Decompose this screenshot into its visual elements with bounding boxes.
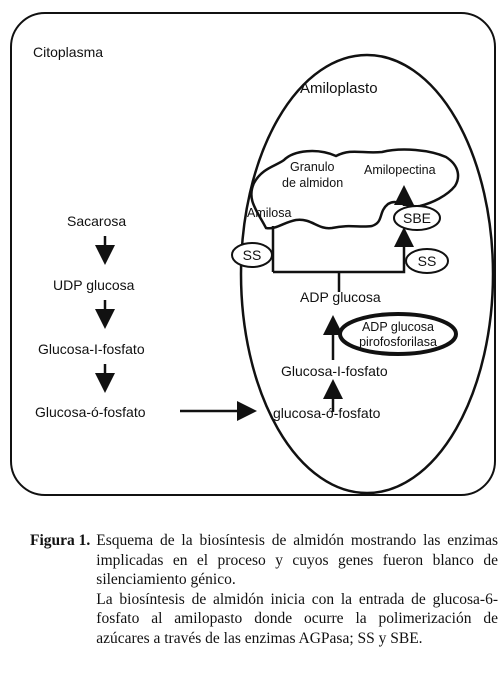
amylose-label: Amilosa	[247, 206, 292, 220]
amylopectin-label: Amilopectina	[364, 163, 436, 177]
adp-glucose-branch-bracket	[273, 250, 406, 274]
ss-left-node	[231, 242, 273, 268]
glucose1p-plastid-label: Glucosa-I-fosfato	[281, 363, 388, 379]
amyloplast-ellipse	[239, 53, 495, 495]
glucose6p-cyto-label: Glucosa-ó-fosfato	[35, 404, 146, 420]
cytoplasm-label: Citoplasma	[33, 44, 103, 60]
granule-label-line2: de almidon	[282, 176, 343, 190]
agpase-label-line1: ADP glucosa	[362, 320, 434, 334]
caption-paragraph-1: Esquema de la biosíntesis de almidón mos…	[96, 532, 498, 589]
sbe-label: SBE	[403, 210, 431, 226]
glucose1p-cyto-label: Glucosa-I-fosfato	[38, 341, 145, 357]
glucose6p-plastid-label: glucosa-ó-fosfato	[273, 405, 381, 421]
caption-label: Figura 1.	[30, 532, 91, 549]
ss-right-node	[405, 248, 449, 274]
cytoplasm-box	[10, 12, 496, 496]
caption-paragraph-2: La biosíntesis de almidón inicia con la …	[96, 590, 498, 647]
figure-caption: Figura 1. Esquema de la biosíntesis de a…	[30, 531, 498, 649]
udp-glucose-label: UDP glucosa	[53, 277, 135, 293]
ss-right-label: SS	[418, 253, 437, 269]
agpase-node	[338, 312, 458, 356]
sucrose-label: Sacarosa	[67, 213, 126, 229]
adp-glucose-label: ADP glucosa	[300, 289, 381, 305]
sbe-node	[393, 205, 441, 231]
agpase-label-line2: pirofosforilasa	[359, 335, 437, 349]
caption-body: Esquema de la biosíntesis de almidón mos…	[96, 531, 498, 649]
amyloplast-label: Amiloplasto	[300, 80, 378, 97]
ss-left-label: SS	[243, 247, 262, 263]
granule-label-line1: Granulo	[290, 160, 335, 174]
starch-granule-shape	[250, 148, 460, 230]
starch-biosynthesis-diagram: Citoplasma Amiloplasto Granulo de almido…	[10, 12, 496, 496]
